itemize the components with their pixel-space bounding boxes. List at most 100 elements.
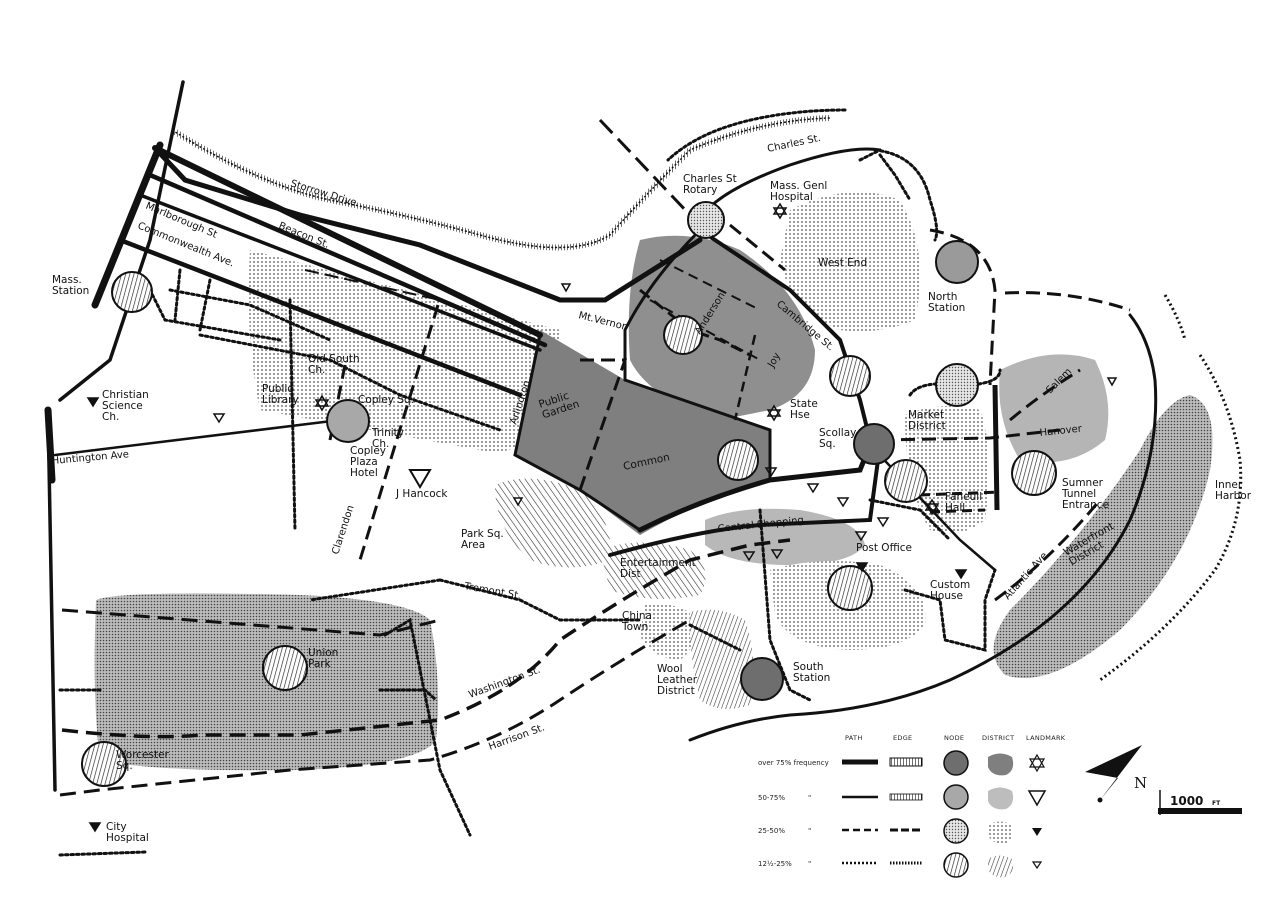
node-sumner-tunnel: [1011, 450, 1057, 496]
triangle-landmark-icon: [836, 497, 850, 508]
legend-node-sample: [943, 818, 969, 844]
node-north-station: [935, 240, 979, 284]
legend-node-sample: [943, 784, 969, 810]
node-scollay-sq: [853, 423, 895, 465]
label-mt-vernon: Mt.Vernon: [577, 310, 629, 333]
legend-node-sample: [943, 750, 969, 776]
edge-harbor-shore: [1099, 294, 1243, 682]
paths-heavy: [44, 80, 1158, 792]
label-beacon-st: Beacon St.: [277, 221, 331, 251]
legend-district-sample: [988, 821, 1014, 844]
legend-row-2-label: 50-75%: [758, 794, 785, 802]
triangle-landmark-icon: [1106, 377, 1118, 387]
triangle-landmark-icon: [1031, 861, 1043, 870]
legend-row-4-label: 12½-25%: [758, 860, 792, 868]
paths-dotted: [58, 108, 1002, 857]
district-west-end: [780, 192, 920, 332]
legend: PATH EDGE NODE DISTRICT LANDMARK over 75…: [758, 734, 1065, 878]
triangle-landmark-icon: [408, 469, 432, 489]
label-west-end: West End: [818, 257, 867, 269]
node-market: [935, 363, 979, 407]
node-south-station: [740, 657, 784, 701]
triangle-landmark-icon: [764, 467, 778, 478]
filled-triangle-landmark-icon: [855, 562, 869, 573]
star-landmark-icon: [1028, 753, 1046, 773]
triangle-landmark-icon: [876, 517, 890, 528]
label-park-sq: Park Sq.Area: [461, 528, 504, 551]
scale-bar: 1000 FT: [1158, 790, 1242, 815]
legend-header-node: NODE: [944, 734, 964, 742]
district-beacon-hill: [628, 235, 815, 420]
scale-unit: FT: [1212, 800, 1221, 807]
triangle-landmark-icon: [806, 483, 820, 494]
label-tremont-st: Tremont St.: [462, 581, 521, 602]
label-clarendon: Clarendon: [330, 504, 356, 556]
triangle-landmark-icon: [742, 551, 756, 562]
district-china-town: [640, 603, 696, 660]
triangle-landmark-icon: [854, 531, 868, 542]
legend-row-2-ditto: ": [808, 794, 811, 802]
label-j-hancock: J Hancock: [395, 488, 448, 500]
district-common: [515, 330, 770, 535]
node-common: [717, 439, 759, 481]
node-copley-sq: [326, 399, 370, 443]
node-anderson: [663, 315, 703, 355]
node-charles-st-rotary: [687, 201, 725, 239]
scale-value: 1000: [1170, 794, 1203, 808]
edge-washington-st-right: [992, 384, 1000, 511]
legend-row-1-label: over 75% frequency: [758, 759, 829, 767]
filled-triangle-landmark-icon: [1032, 828, 1042, 836]
node-post-office: [827, 565, 873, 611]
legend-header-path: PATH: [845, 734, 863, 742]
nodes: [81, 201, 1057, 787]
legend-district-sample: [988, 787, 1014, 810]
legend-header-edge: EDGE: [893, 734, 912, 742]
district-waterfront: [993, 395, 1213, 678]
label-huntington-ave: Huntington Ave: [51, 449, 129, 467]
north-arrow-icon: N: [1085, 745, 1147, 803]
legend-row-4-ditto: ": [808, 860, 811, 868]
star-landmark-icon: [314, 394, 330, 412]
legend-district-sample: [988, 855, 1014, 878]
legend-district-sample: [988, 753, 1014, 776]
node-worcester-sq: [81, 741, 127, 787]
triangle-landmark-icon: [212, 413, 226, 424]
node-mass-station: [111, 271, 153, 313]
triangle-landmark-icon: [560, 283, 572, 293]
node-cambridge: [829, 355, 871, 397]
legend-row-3-ditto: ": [808, 827, 811, 835]
district-wool-leather: [689, 609, 754, 709]
filled-triangle-landmark-icon: [86, 397, 100, 408]
filled-triangle-landmark-icon: [954, 569, 968, 580]
filled-triangle-landmark-icon: [88, 822, 102, 833]
label-washington-st: Washington St.: [467, 665, 542, 701]
landmarks: [86, 202, 1118, 833]
label-post-office: Post Office: [856, 542, 912, 554]
triangle-landmark-icon: [1027, 790, 1047, 807]
north-label: N: [1134, 774, 1147, 792]
district-south-end: [94, 593, 439, 771]
label-charles-st: Charles St.: [766, 133, 821, 155]
triangle-landmark-icon: [770, 549, 784, 560]
paths-dashed: [59, 118, 1131, 797]
legend-row-3-label: 25-50%: [758, 827, 785, 835]
